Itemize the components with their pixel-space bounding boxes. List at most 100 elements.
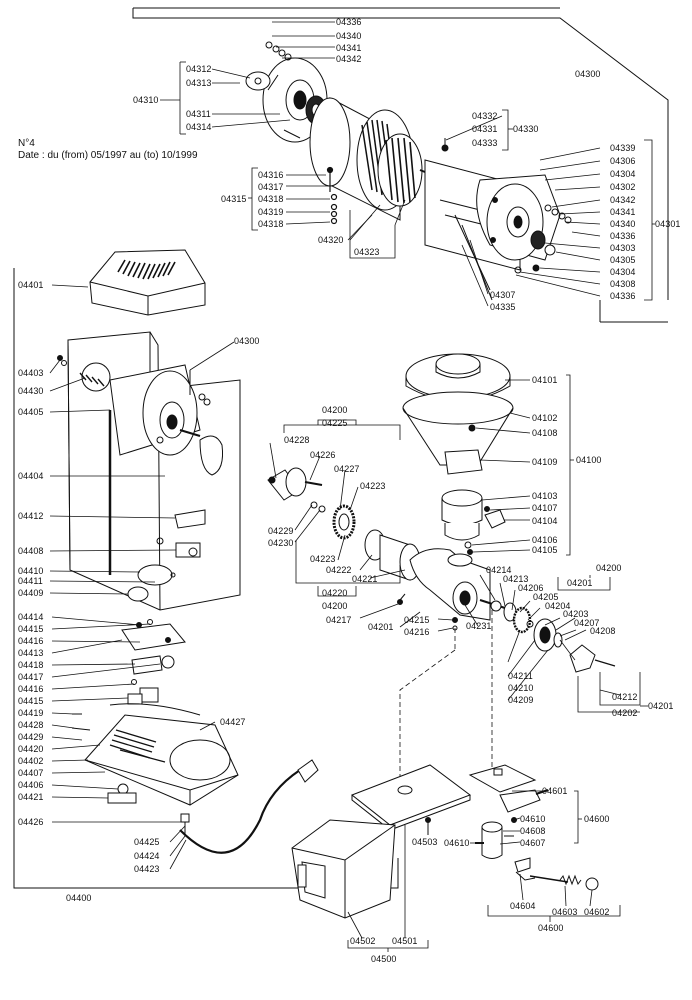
part-label: 04207 <box>574 618 600 628</box>
part-label: 04501 <box>392 936 418 946</box>
part-label: 04330 <box>513 124 539 134</box>
part-label: 04212 <box>612 692 638 702</box>
part-label: 04601 <box>542 786 568 796</box>
part-label: 04204 <box>545 601 571 611</box>
part-label: 04409 <box>18 588 44 598</box>
part-label: 04500 <box>371 954 397 964</box>
part-label: 04426 <box>18 817 44 827</box>
part-label: 04200 <box>322 405 348 415</box>
part-label: 04305 <box>610 255 636 265</box>
part-label: 04220 <box>322 588 348 598</box>
part-label: 04405 <box>18 407 44 417</box>
part-label: 04221 <box>352 574 378 584</box>
part-label: 04429 <box>18 732 44 742</box>
part-label: 04107 <box>532 503 558 513</box>
part-label: 04428 <box>18 720 44 730</box>
part-label: 04421 <box>18 792 44 802</box>
part-label: 04406 <box>18 780 44 790</box>
part-label: 04339 <box>610 143 636 153</box>
part-label: 04202 <box>612 708 638 718</box>
part-label: 04102 <box>532 413 558 423</box>
part-label: 04342 <box>610 195 636 205</box>
part-label: 04600 <box>538 923 564 933</box>
part-label: 04307 <box>490 290 516 300</box>
part-label: 04323 <box>354 247 380 257</box>
part-label: 04319 <box>258 207 284 217</box>
part-label: 04223 <box>310 554 336 564</box>
part-label: 04336 <box>336 17 362 27</box>
motor-assembly-drawing <box>132 7 669 323</box>
part-label: 04310 <box>133 95 159 105</box>
part-label: 04227 <box>334 464 360 474</box>
part-label: 04332 <box>472 111 498 121</box>
part-label: 04311 <box>186 109 211 119</box>
part-label: 04502 <box>350 936 376 946</box>
part-label: 04313 <box>186 78 212 88</box>
part-label: 04203 <box>563 609 589 619</box>
part-label: 04209 <box>508 695 534 705</box>
part-label: 04400 <box>66 893 92 903</box>
part-label: 04109 <box>532 457 558 467</box>
part-label: 04312 <box>186 64 212 74</box>
part-label: 04308 <box>610 279 636 289</box>
part-label: 04416 <box>18 636 44 646</box>
part-label: 04333 <box>472 138 498 148</box>
part-label: 04342 <box>336 54 362 64</box>
part-label: 04425 <box>134 837 160 847</box>
part-label: 04231 <box>466 621 492 631</box>
part-label: 04403 <box>18 368 44 378</box>
part-label: 04222 <box>326 565 352 575</box>
part-label: 04300 <box>234 336 260 346</box>
part-label: 04600 <box>584 814 610 824</box>
part-label: 04610 <box>444 838 470 848</box>
part-label: 04108 <box>532 428 558 438</box>
part-label: 04304 <box>610 267 636 277</box>
part-label: 04318 <box>258 194 284 204</box>
part-label: 04430 <box>18 386 44 396</box>
part-label: 04420 <box>18 744 44 754</box>
part-label: 04336 <box>610 231 636 241</box>
part-label: 04104 <box>532 516 558 526</box>
part-label: 04201 <box>648 701 674 711</box>
part-label: 04214 <box>486 565 512 575</box>
housing-assembly-drawing <box>13 249 399 889</box>
part-label: 04206 <box>518 583 544 593</box>
part-label: 04215 <box>404 615 430 625</box>
part-label: 04424 <box>134 851 160 861</box>
part-label: 04106 <box>532 535 558 545</box>
part-label: 04603 <box>552 907 578 917</box>
part-label: 04316 <box>258 170 284 180</box>
drawer-and-lever-drawing <box>291 764 621 952</box>
part-label: 04602 <box>584 907 610 917</box>
part-label: 04331 <box>472 124 498 134</box>
part-label: 04404 <box>18 471 44 481</box>
part-label: 04413 <box>18 648 44 658</box>
part-label: 04423 <box>134 864 160 874</box>
part-label: 04315 <box>221 194 247 204</box>
part-label: 04314 <box>186 122 212 132</box>
part-label: 04201 <box>368 622 394 632</box>
part-label: 04217 <box>326 615 352 625</box>
part-label: 04304 <box>610 169 636 179</box>
part-label: 04341 <box>336 43 362 53</box>
part-label: 04226 <box>310 450 336 460</box>
part-label: 04608 <box>520 826 546 836</box>
part-label: 04335 <box>490 302 516 312</box>
part-label: 04301 <box>655 219 681 229</box>
part-label: 04604 <box>510 901 536 911</box>
part-label: 04336 <box>610 291 636 301</box>
part-label: 04228 <box>284 435 310 445</box>
part-label: 04340 <box>336 31 362 41</box>
diagram-date-range: Date : du (from) 05/1997 au (to) 10/1999 <box>18 150 198 161</box>
part-label: 04300 <box>575 69 601 79</box>
part-label: 04418 <box>18 660 44 670</box>
part-label: 04416 <box>18 684 44 694</box>
part-label: 04211 <box>508 671 533 681</box>
part-label: 04607 <box>520 838 546 848</box>
part-label: 04229 <box>268 526 294 536</box>
part-label: 04503 <box>412 837 438 847</box>
part-label: 04427 <box>220 717 246 727</box>
part-label: 04419 <box>18 708 44 718</box>
